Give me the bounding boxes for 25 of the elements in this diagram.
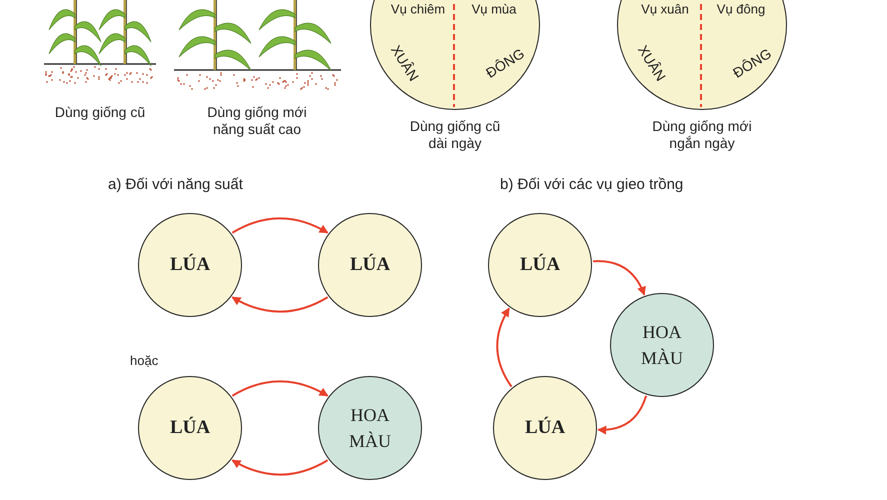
crop-label: LÚA [348,252,392,277]
arrow [593,260,646,296]
arrow [232,380,328,397]
crop-label: LÚA [518,252,562,277]
crop-label: HOA MÀU [348,404,392,453]
caption-text: Dùng giống mới năng suất cao [206,104,308,138]
caption-text: Dùng giống cũ dài ngày [408,118,502,152]
arrow [232,296,328,313]
section-heading: a) Đối với năng suất [108,176,243,193]
season-label: Vụ xuân [641,2,689,16]
arrow [232,217,328,234]
arrow [496,308,512,388]
arrow [232,459,328,476]
crop-label: LÚA [168,416,212,440]
note-text: hoặc [130,353,158,368]
caption-text: Dùng giống mới ngắn ngày [651,118,753,152]
section-heading: b) Đối với các vụ gieo trồng [500,176,684,193]
season-label: Vụ chiêm [390,2,446,16]
crop-label: LÚA [168,252,212,277]
arrow [597,395,648,434]
crop-label: HOA MÀU [640,321,684,370]
caption-text: Dùng giống cũ [54,104,146,121]
crop-label: LÚA [524,416,566,440]
season-label: Vụ mùa [472,2,516,16]
season-label: Vụ đông [716,2,766,16]
